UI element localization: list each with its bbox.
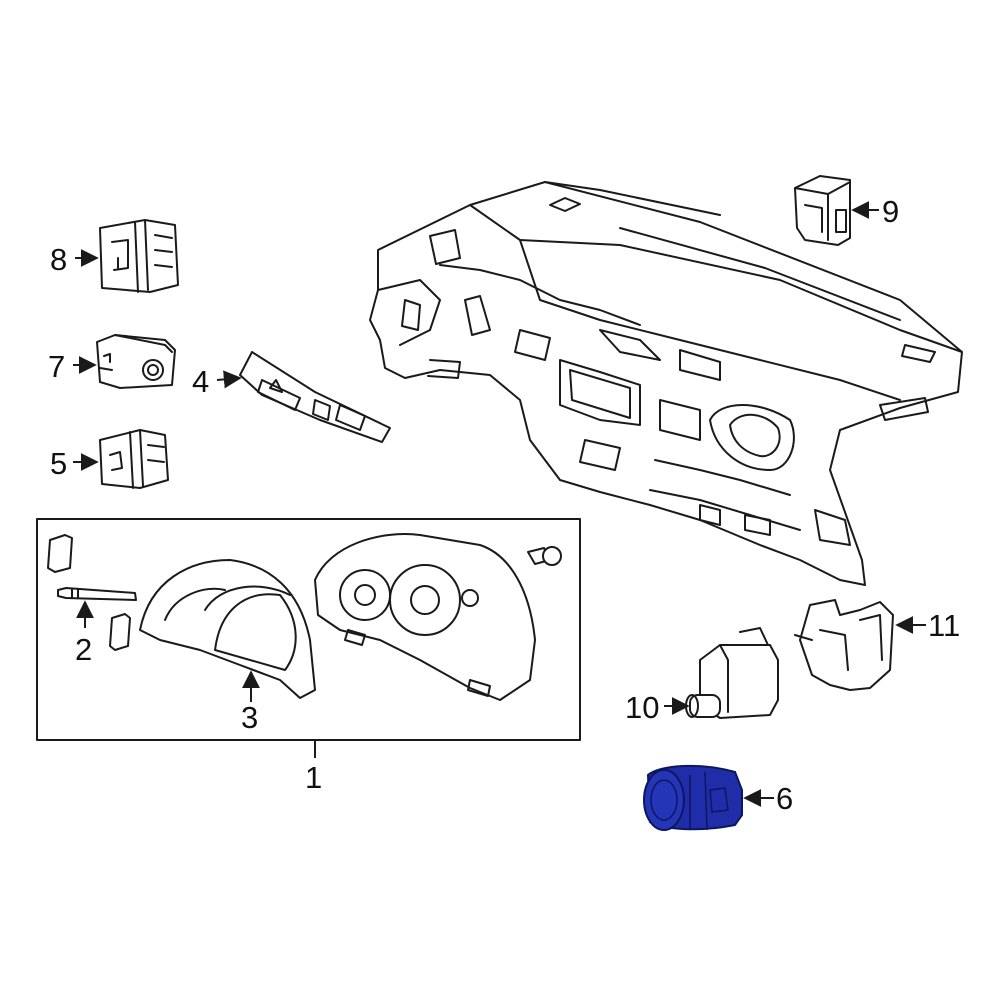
callout-2: 2 <box>75 632 92 667</box>
part-7-switch <box>96 334 176 389</box>
callout-labels: 1 2 3 4 5 6 7 8 9 10 11 <box>48 194 960 816</box>
instrument-panel-illustration <box>369 181 963 586</box>
callout-9: 9 <box>882 194 899 229</box>
part-8-switch <box>99 219 179 293</box>
callout-4: 4 <box>192 364 209 399</box>
leader-lines <box>73 201 926 807</box>
part-5-switch <box>99 429 169 489</box>
callout-11: 11 <box>928 608 960 643</box>
callout-3: 3 <box>241 700 258 735</box>
callout-10: 10 <box>625 690 659 725</box>
part-9-switch <box>794 175 851 246</box>
callout-6: 6 <box>776 781 793 816</box>
callout-8: 8 <box>50 242 67 277</box>
callout-5: 5 <box>50 446 67 481</box>
part-4-hazard-switch <box>239 351 391 443</box>
callout-1: 1 <box>305 760 322 795</box>
part-10-switch <box>685 627 779 719</box>
part-1-cluster-assembly <box>36 518 581 741</box>
part-6-switch-highlighted <box>643 764 743 831</box>
part-11-bracket <box>794 599 894 691</box>
callout-7: 7 <box>48 349 65 384</box>
